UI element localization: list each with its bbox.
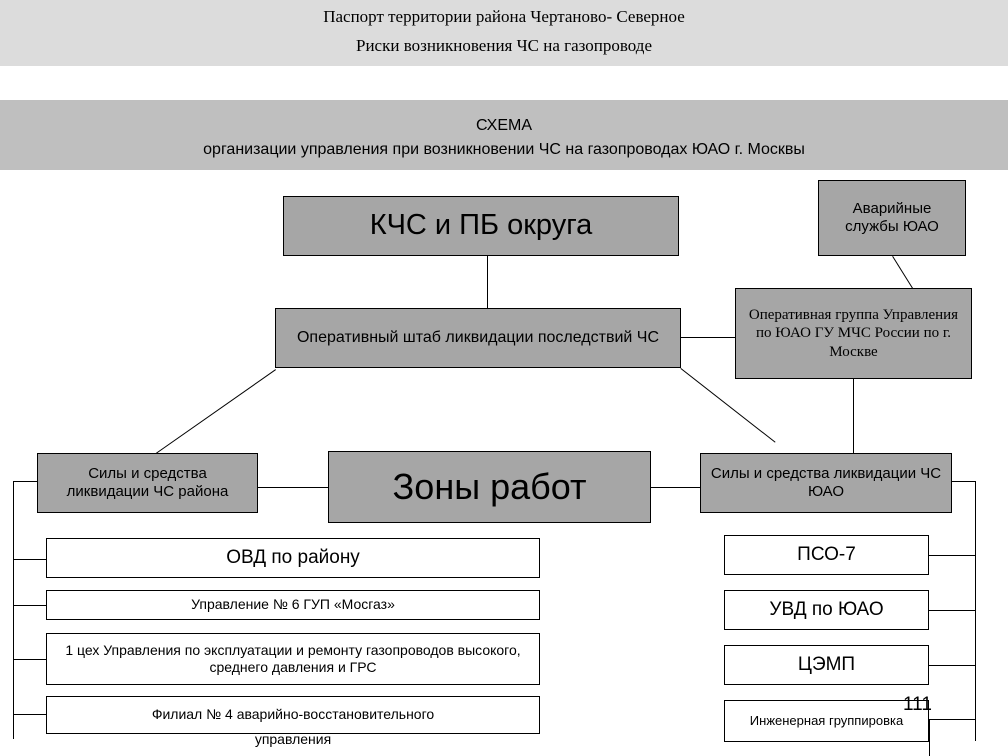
box-forces-district[interactable]: Силы и средства ликвидации ЧС района [37, 453, 258, 513]
box-right-item-uvd-uao[interactable]: УВД по ЮАО [724, 590, 929, 630]
box-left-item-branch4[interactable]: Филиал № 4 аварийно-восстановительного [46, 696, 540, 734]
box-kchs-pb-okruga[interactable]: КЧС и ПБ округа [283, 196, 679, 256]
box-right-item-uvd-uao-label: УВД по ЮАО [769, 599, 884, 621]
box-operational-hq[interactable]: Оперативный штаб ликвидации последствий … [275, 308, 681, 368]
box-right-item-pso7-label: ПСО-7 [797, 544, 856, 566]
box-operational-hq-label: Оперативный штаб ликвидации последствий … [296, 329, 659, 347]
box-emergency-services-uao-label: Аварийные службы ЮАО [845, 199, 939, 235]
schema-subheading: организации управления при возникновении… [203, 141, 805, 158]
connector-right-bus-tail [929, 719, 930, 756]
box-left-item-gas-workshop-label: 1 цех Управления по эксплуатации и ремон… [65, 641, 521, 675]
connector-left-bus [13, 481, 14, 739]
connector-hq-to-group [680, 337, 738, 338]
box-work-zones-label: Зоны работ [392, 466, 587, 508]
box-work-zones[interactable]: Зоны работ [328, 451, 651, 523]
connector-left-bus-to-item-4 [13, 714, 46, 715]
box-right-item-cemp[interactable]: ЦЭМП [724, 645, 929, 685]
connector-right-bus-to-item-2 [929, 610, 975, 611]
connector-left-bus-to-item-2 [13, 605, 46, 606]
connector-right-bus-to-item-4 [929, 719, 975, 720]
passport-title-line2: Риски возникновения ЧС на газопроводе [356, 36, 652, 55]
connector-left-bus-to-item-1 [13, 559, 46, 560]
connector-forces-uao-right-stub [951, 481, 975, 482]
box-forces-uao[interactable]: Силы и средства ликвидации ЧС ЮАО [700, 453, 952, 513]
connector-group-to-forces-uao [853, 379, 854, 453]
connector-kchs-to-hq [487, 256, 488, 308]
schema-heading: СХЕМА [476, 117, 532, 134]
connector-hq-to-forces-district [150, 369, 276, 458]
box-forces-uao-label: Силы и средства ликвидации ЧС ЮАО [710, 464, 942, 500]
connector-left-bus-to-item-3 [13, 659, 46, 660]
box-right-item-cemp-label: ЦЭМП [797, 654, 856, 676]
box-right-item-pso7[interactable]: ПСО-7 [724, 535, 929, 575]
connector-right-bus-to-item-3 [929, 665, 975, 666]
connector-right-bus-to-item-1 [929, 555, 975, 556]
box-left-item-branch4-label: Филиал № 4 аварийно-восстановительного [151, 706, 435, 723]
box-left-item-mosgaz-label: Управление № 6 ГУП «Мосгаз» [191, 596, 395, 613]
schema-title-band: СХЕМА организации управления при возникн… [0, 100, 1008, 170]
box-forces-district-label: Силы и средства ликвидации ЧС района [66, 464, 229, 500]
header-band: Паспорт территории района Чертаново- Сев… [0, 0, 1008, 66]
connector-district-left-stub [13, 481, 38, 482]
connector-district-to-zones [258, 487, 330, 488]
connector-zones-to-forces-uao [650, 487, 700, 488]
box-right-item-engineering-group[interactable]: Инженерная группировка [724, 700, 929, 742]
box-emergency-services-uao[interactable]: Аварийные службы ЮАО [818, 180, 966, 256]
passport-title-line1: Паспорт территории района Чертаново- Сев… [323, 7, 685, 26]
box-operational-group-uao[interactable]: Оперативная группа Управления по ЮАО ГУ … [735, 288, 972, 379]
box-left-item-branch4-overflow: управления [254, 731, 332, 747]
box-left-item-gas-workshop[interactable]: 1 цех Управления по эксплуатации и ремон… [46, 633, 540, 685]
box-left-item-ovd[interactable]: ОВД по району [46, 538, 540, 578]
box-left-item-ovd-label: ОВД по району [226, 547, 360, 569]
connector-hq-to-forces-uao [680, 368, 776, 443]
box-right-item-engineering-group-label: Инженерная группировка [749, 713, 904, 729]
connector-right-bus [975, 481, 976, 741]
box-left-item-mosgaz[interactable]: Управление № 6 ГУП «Мосгаз» [46, 590, 540, 620]
box-operational-group-uao-label: Оперативная группа Управления по ЮАО ГУ … [748, 307, 959, 360]
page-number: 111 [903, 694, 932, 715]
box-kchs-pb-okruga-label: КЧС и ПБ округа [369, 209, 593, 242]
